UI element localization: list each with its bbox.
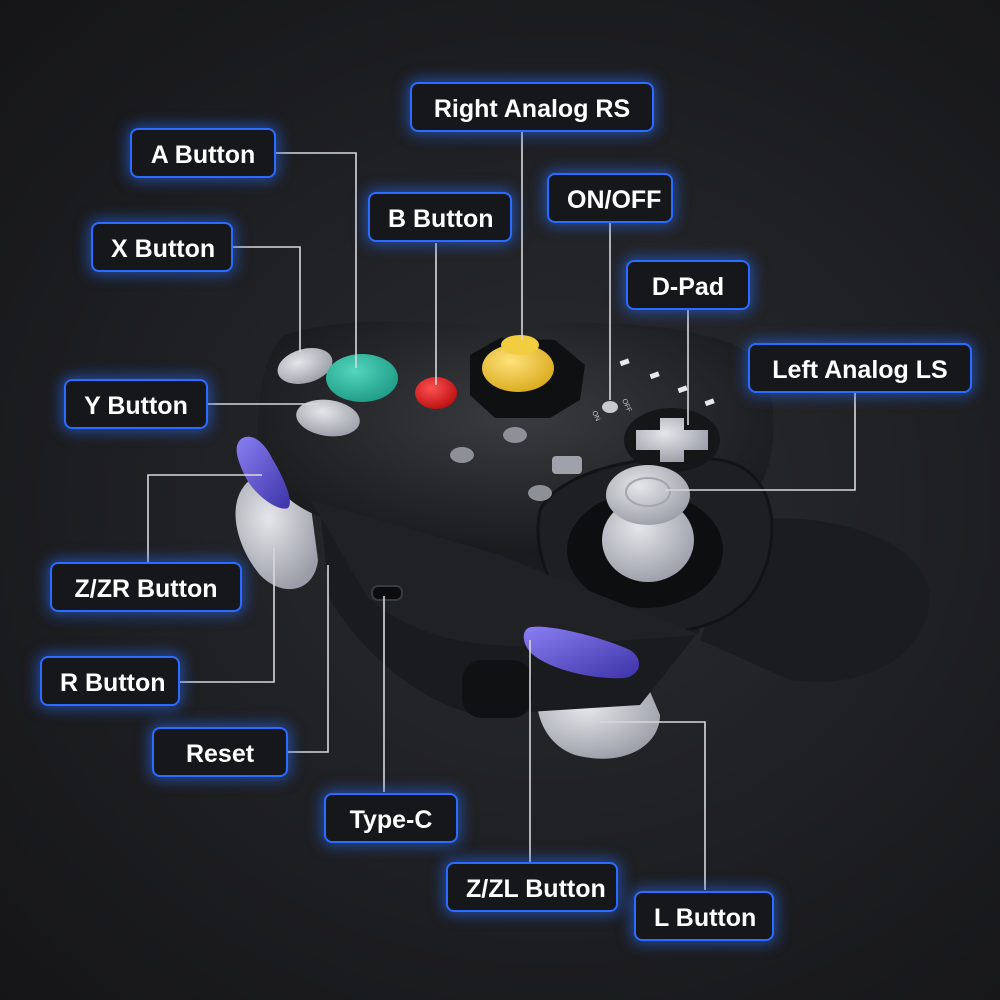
left-stick-cap [606, 465, 690, 525]
label-y-button: Y Button [64, 379, 208, 429]
front-panel-shape [310, 500, 700, 647]
reset-recess [462, 660, 532, 718]
y-button-shape [296, 399, 360, 437]
player-led-1 [619, 358, 630, 367]
leader-r-button [178, 548, 275, 683]
c-stick-shape [482, 344, 554, 392]
label-right-analog-rs: Right Analog RS [410, 82, 654, 132]
on-off-switch [602, 401, 618, 413]
label-d-pad: D-Pad [626, 260, 750, 310]
leader-left-analog [665, 393, 856, 491]
c-stick-top [501, 335, 539, 355]
player-led-3 [677, 385, 688, 394]
home-button-shape [528, 485, 552, 501]
label-r-button: R Button [40, 656, 180, 706]
label-type-c: Type-C [324, 793, 458, 843]
label-b-button: B Button [368, 192, 512, 242]
leader-zzr-button [147, 474, 262, 562]
plus-button-shape [503, 427, 527, 443]
r-trigger-shape [235, 480, 318, 590]
capture-button-shape [552, 456, 582, 474]
label-left-analog-ls: Left Analog LS [748, 343, 972, 393]
leader-x-button [232, 246, 301, 352]
label-a-button: A Button [130, 128, 276, 178]
x-button-shape [277, 348, 333, 384]
left-stick-cap-ring [625, 477, 671, 507]
leader-reset [288, 565, 329, 753]
label-z-zl-button: Z/ZL Button [446, 862, 618, 912]
zl-button-shape [523, 626, 640, 679]
label-l-button: L Button [634, 891, 774, 941]
leader-a-button [275, 152, 357, 368]
minus-button-shape [450, 447, 474, 463]
leader-lines [147, 130, 856, 890]
label-z-zr-button: Z/ZR Button [50, 562, 242, 612]
player-led-2 [649, 371, 660, 380]
zr-button-shape [236, 436, 290, 509]
label-on-off: ON/OFF [547, 173, 673, 223]
a-button-shape [326, 354, 398, 402]
label-x-button: X Button [91, 222, 233, 272]
label-reset: Reset [152, 727, 288, 777]
switch-label-on: ON [590, 410, 601, 422]
type-c-port [371, 585, 403, 601]
d-pad-shape [636, 418, 708, 462]
leader-l-button [600, 721, 706, 890]
b-button-shape [415, 377, 457, 409]
player-led-4 [704, 398, 715, 407]
